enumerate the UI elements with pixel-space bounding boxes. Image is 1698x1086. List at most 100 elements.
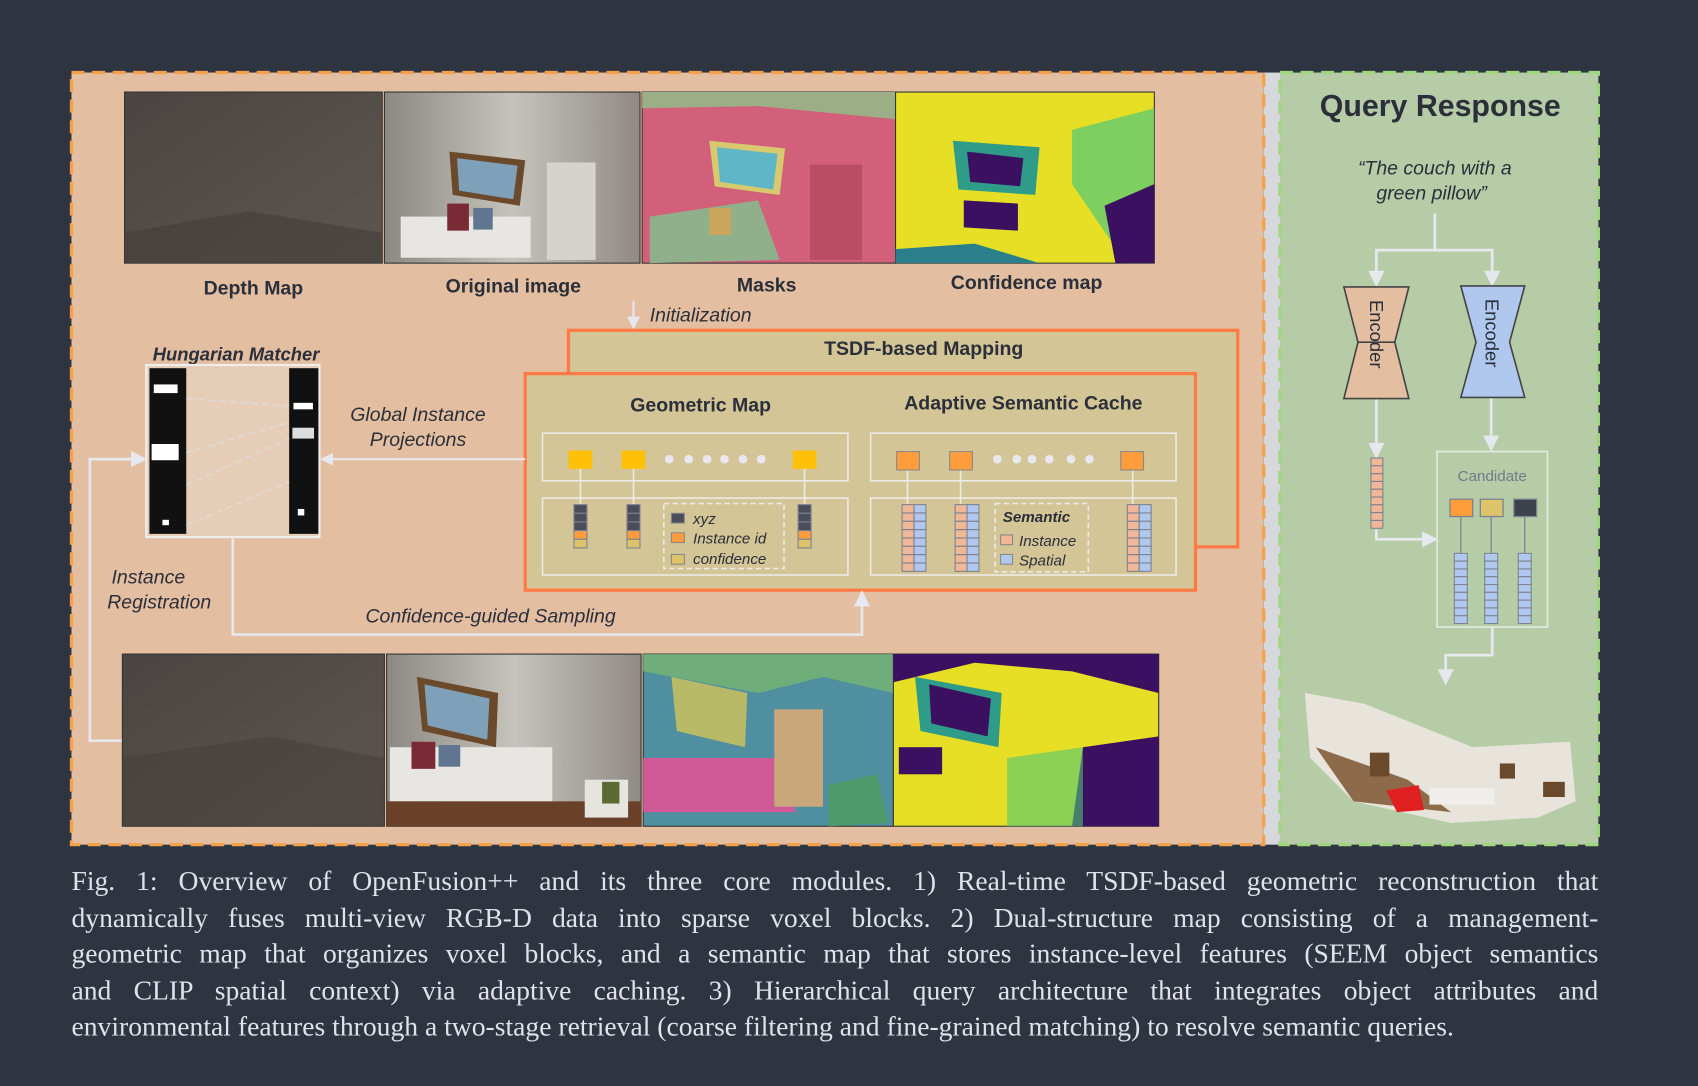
spatial-encoder: Encoder bbox=[1459, 285, 1526, 399]
voxel-cell bbox=[573, 538, 588, 549]
voxel-cell bbox=[626, 530, 641, 540]
candidate-box bbox=[1436, 450, 1549, 628]
candidate-cell bbox=[1453, 568, 1468, 578]
candidate-cell bbox=[1517, 584, 1532, 593]
spatial-cell bbox=[966, 529, 980, 539]
candidate-cell bbox=[1484, 615, 1499, 625]
spatial-cell bbox=[913, 537, 927, 547]
legend-spatial: Spatial bbox=[1019, 552, 1066, 569]
candidate-cell bbox=[1517, 607, 1532, 617]
instance-registration-label-1: Instance bbox=[112, 567, 186, 589]
confidence-sampling-label: Confidence-guided Sampling bbox=[365, 606, 615, 628]
candidate-label: Candidate bbox=[1458, 468, 1527, 485]
spatial-cell bbox=[1138, 562, 1152, 572]
legend-xyz: xyz bbox=[692, 511, 716, 528]
semantic-ellipsis-dots bbox=[993, 454, 1094, 464]
candidate-cell bbox=[1517, 615, 1532, 625]
instance-cell bbox=[954, 529, 968, 539]
spatial-cell bbox=[1138, 504, 1152, 514]
initialization-label: Initialization bbox=[650, 305, 752, 327]
spatial-cell bbox=[913, 520, 927, 531]
map-inner-box bbox=[523, 371, 1198, 592]
instance-cell bbox=[901, 504, 915, 514]
geometric-map-title: Geometric Map bbox=[630, 395, 771, 417]
candidate-cell bbox=[1484, 599, 1499, 609]
confidence-map-image-2 bbox=[892, 653, 1160, 827]
instance-cell bbox=[901, 520, 915, 531]
depth-map-label: Depth Map bbox=[204, 278, 304, 300]
query-cell bbox=[1370, 496, 1384, 506]
masks-image-2 bbox=[642, 653, 894, 827]
depth-map-image bbox=[123, 91, 383, 264]
candidate-cell bbox=[1484, 560, 1499, 570]
voxel-cell bbox=[573, 512, 588, 523]
query-text-line-1: “The couch with a bbox=[1358, 157, 1512, 179]
depth-map-image-2 bbox=[121, 653, 385, 827]
instance-cell bbox=[901, 545, 915, 556]
candidate-blocks bbox=[1449, 498, 1538, 554]
voxel-cell bbox=[573, 530, 588, 540]
candidate-cell bbox=[1453, 584, 1468, 593]
text-encoder: Encoder bbox=[1342, 286, 1410, 400]
figure-caption: Fig. 1: Overview of OpenFusion++ and its… bbox=[71, 863, 1598, 1044]
voxel-cell bbox=[626, 521, 641, 532]
encoder-right-label: Encoder bbox=[1482, 299, 1503, 368]
voxel-cell bbox=[573, 521, 588, 532]
candidate-cell bbox=[1453, 607, 1468, 617]
original-image-label: Original image bbox=[446, 275, 582, 297]
candidate-cell bbox=[1517, 599, 1532, 609]
voxel-cell bbox=[626, 538, 641, 549]
legend-instance: Instance bbox=[1019, 533, 1076, 550]
query-cell bbox=[1370, 488, 1384, 498]
voxel-cell bbox=[797, 504, 812, 514]
candidate-cell bbox=[1453, 560, 1468, 570]
hungarian-matcher-label: Hungarian Matcher bbox=[153, 344, 320, 365]
query-cell bbox=[1370, 480, 1384, 490]
semantic-cache-title: Adaptive Semantic Cache bbox=[904, 392, 1142, 414]
instance-cell bbox=[1126, 545, 1140, 556]
overview-diagram: Depth Map Original image Masks Confidenc… bbox=[69, 70, 1600, 847]
query-cell bbox=[1370, 519, 1384, 529]
candidate-cell bbox=[1484, 568, 1499, 578]
voxel-cell bbox=[797, 538, 812, 549]
original-image bbox=[383, 91, 641, 264]
instance-cell bbox=[1126, 520, 1140, 531]
encoder-left-label: Encoder bbox=[1366, 300, 1387, 369]
candidate-cell bbox=[1517, 591, 1532, 601]
query-cell bbox=[1370, 457, 1384, 467]
instance-cell bbox=[1126, 554, 1140, 564]
voxel-cell bbox=[573, 504, 588, 514]
candidate-cell bbox=[1484, 576, 1499, 586]
instance-cell bbox=[1126, 562, 1140, 572]
candidate-feature-stacks bbox=[1453, 552, 1532, 625]
spatial-cell bbox=[1138, 512, 1152, 522]
voxel-stacks bbox=[573, 504, 812, 549]
candidate-cell bbox=[1484, 584, 1499, 593]
semantic-blocks bbox=[896, 451, 1145, 471]
feature-stacks bbox=[901, 504, 1152, 572]
masks-image bbox=[641, 91, 897, 264]
tsdf-title: TSDF-based Mapping bbox=[824, 338, 1023, 360]
spatial-cell bbox=[1138, 545, 1152, 556]
caption-line: dynamically fuses multi-view RGB-D data … bbox=[71, 901, 1599, 933]
candidate-cell bbox=[1453, 552, 1468, 562]
instance-cell bbox=[901, 554, 915, 564]
spatial-cell bbox=[1138, 520, 1152, 531]
query-cell bbox=[1370, 512, 1384, 521]
spatial-cell bbox=[966, 512, 980, 522]
candidate-cell bbox=[1517, 568, 1532, 578]
query-embedding bbox=[1370, 457, 1384, 529]
candidate-cell bbox=[1453, 591, 1468, 601]
query-response-title: Query Response bbox=[1320, 90, 1561, 123]
voxel-cell bbox=[797, 521, 812, 532]
caption-line: and CLIP spatial context) via adaptive c… bbox=[71, 974, 1599, 1006]
caption-line: Fig. 1: Overview of OpenFusion++ and its… bbox=[71, 865, 1599, 897]
caption-line: geometric map that organizes voxel block… bbox=[71, 937, 1599, 970]
voxel-cell bbox=[626, 512, 641, 523]
candidate-cell bbox=[1517, 552, 1532, 562]
geometric-legend: xyz Instance id confidence bbox=[670, 511, 767, 568]
candidate-cell bbox=[1484, 607, 1499, 617]
candidate-cell bbox=[1517, 576, 1532, 586]
instance-cell bbox=[1126, 537, 1140, 547]
